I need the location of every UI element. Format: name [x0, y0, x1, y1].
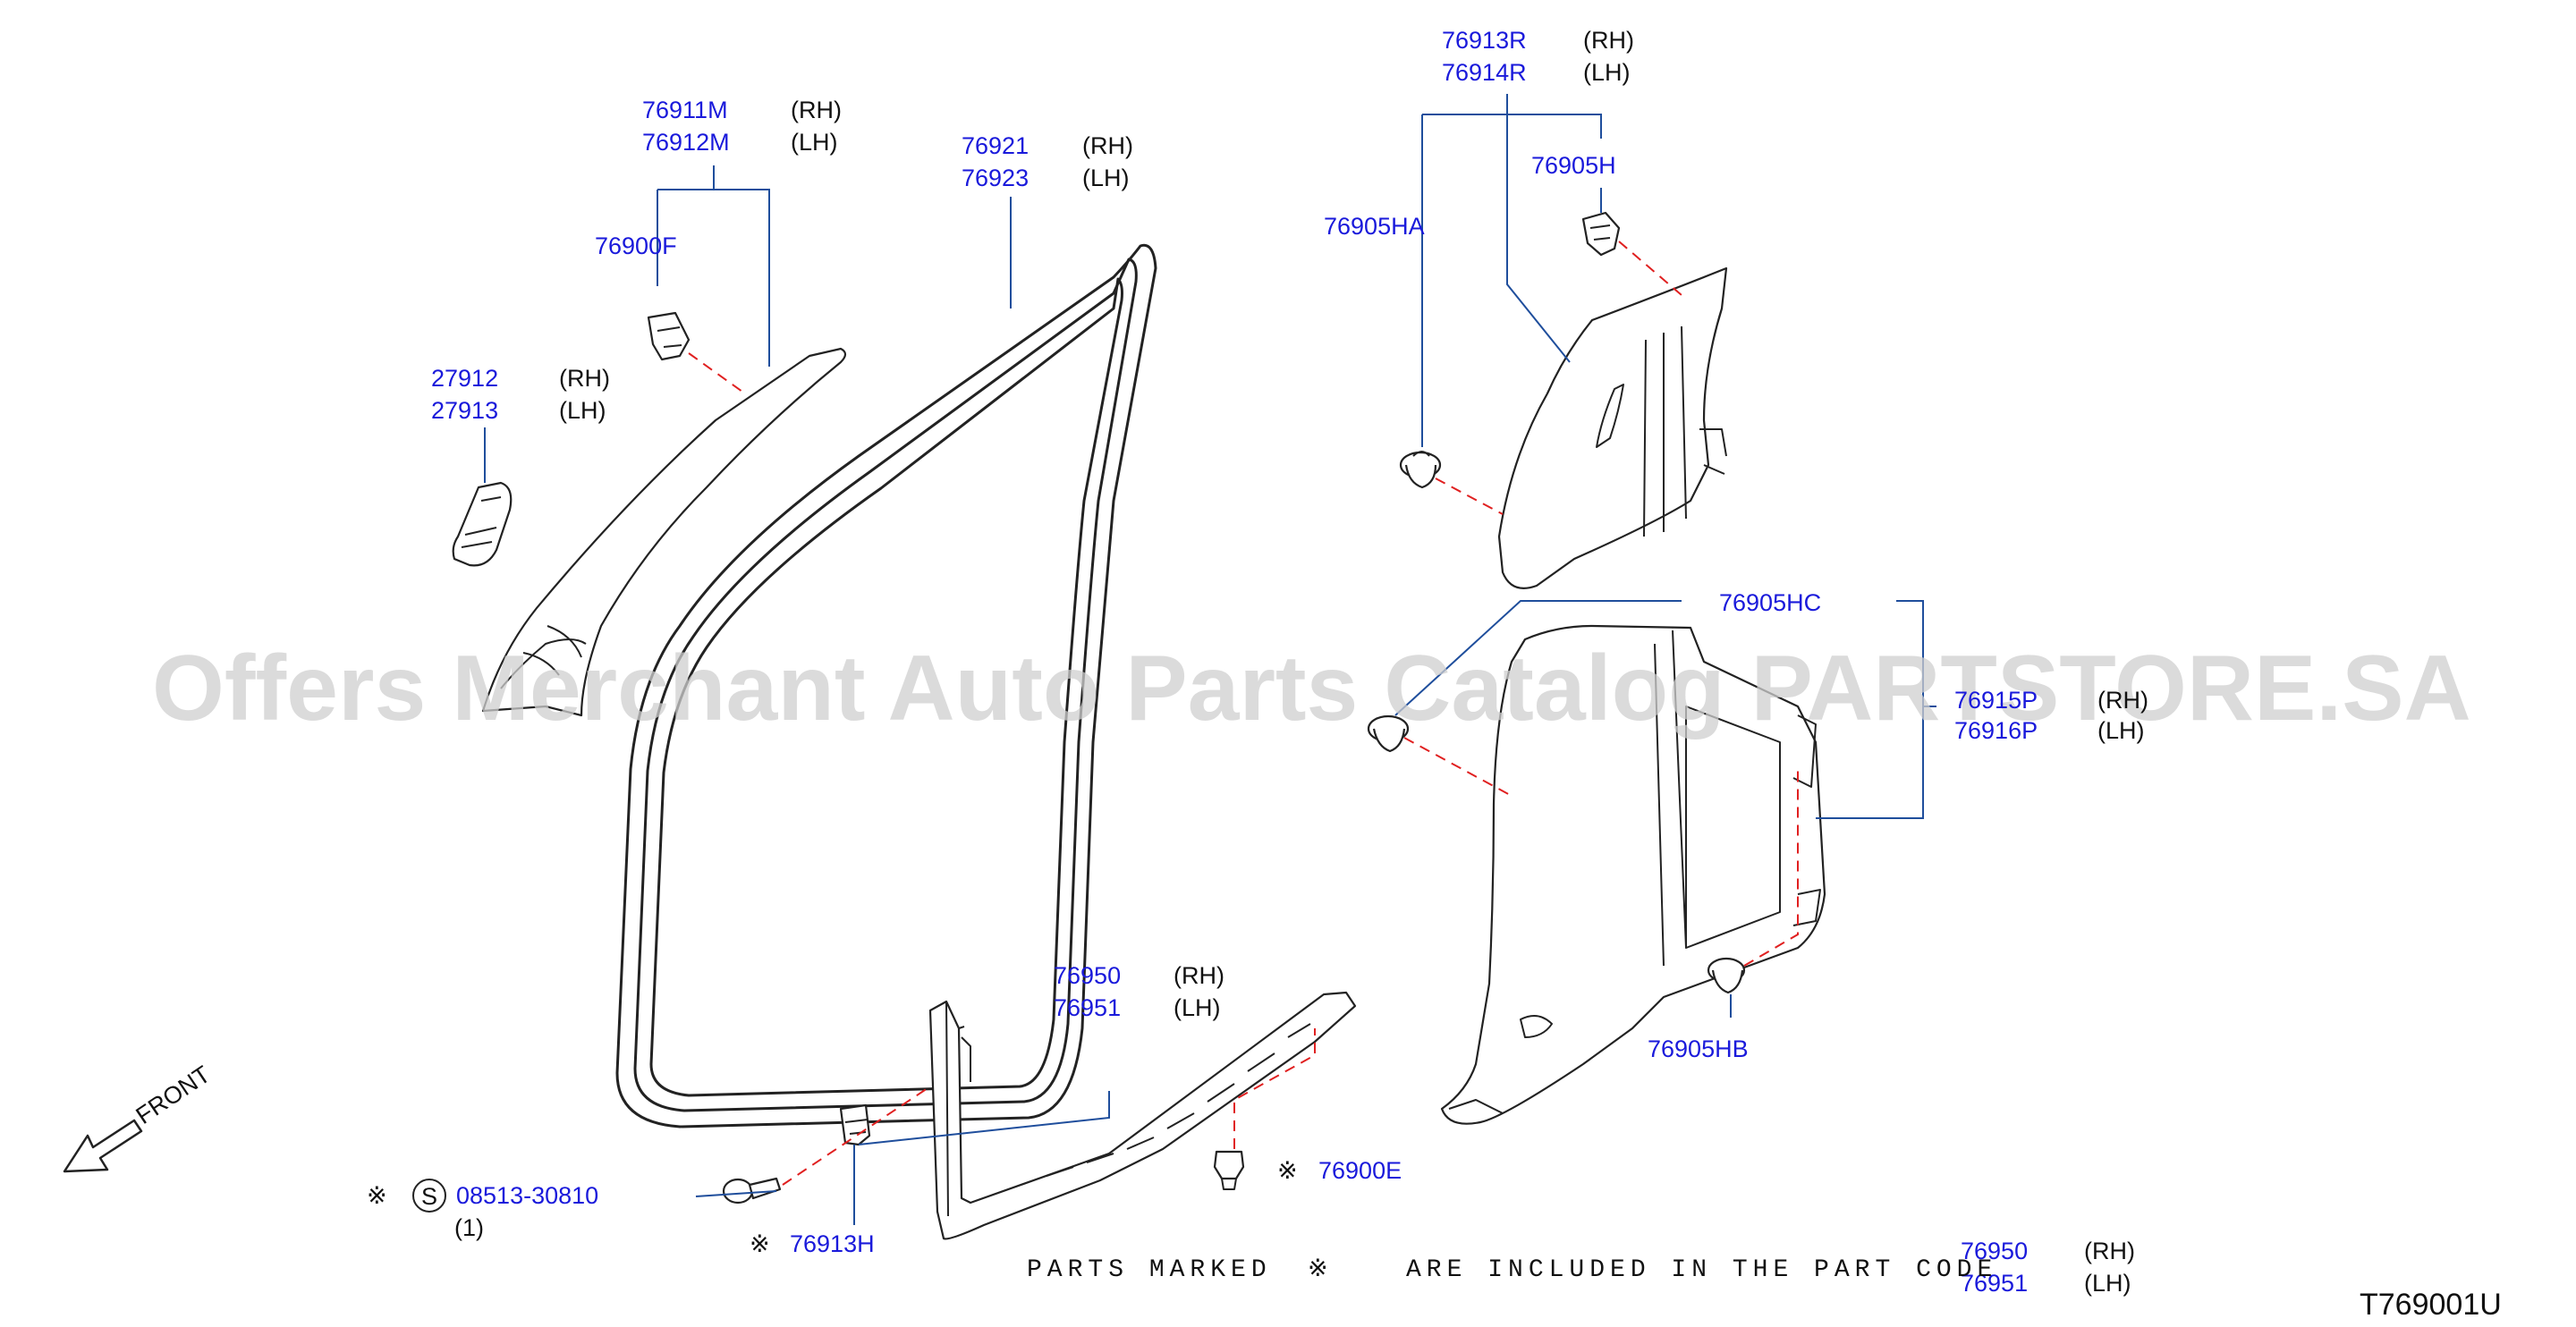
mark-symbol: ※ — [1308, 1255, 1328, 1281]
callout-76913h: ※ 76913H — [750, 1230, 875, 1257]
callout-76911m: 76911M (RH) 76912M (LH) — [642, 97, 842, 156]
callout-76950-lower: 76950 (RH) 76951 (LH) — [1961, 1238, 2135, 1297]
part-number: 76913H — [790, 1230, 875, 1257]
clip-76900f — [647, 311, 691, 361]
side-label: (LH) — [1174, 994, 1221, 1021]
front-arrow-icon — [63, 1119, 143, 1173]
part-number: 76912M — [642, 129, 730, 156]
quantity: (1) — [454, 1214, 484, 1241]
callout-76905hc: 76905HC — [1719, 589, 1821, 616]
clip-76905hc — [1367, 714, 1410, 753]
clip-76905hb — [1707, 957, 1746, 994]
side-label: (LH) — [2084, 1270, 2131, 1297]
mark-symbol: ※ — [750, 1230, 770, 1257]
mark-symbol: ※ — [367, 1182, 387, 1209]
side-label: (RH) — [2097, 687, 2148, 714]
callout-08513-30810: ※ S 08513-30810 (1) — [367, 1179, 598, 1241]
side-label: (LH) — [791, 129, 838, 156]
clip-76900e — [1213, 1150, 1245, 1190]
callout-76905h: 76905H — [1531, 152, 1616, 179]
callout-27912: 27912 (RH) 27913 (LH) — [431, 365, 610, 424]
rear-pillar-upper-trim — [1497, 266, 1728, 589]
leader-lines — [484, 94, 1936, 1225]
part-number: 27913 — [431, 397, 498, 424]
part-number: 76915P — [1954, 687, 2038, 714]
side-label: (LH) — [1583, 59, 1631, 86]
part-number: 76923 — [962, 165, 1029, 191]
callout-76905hb: 76905HB — [1648, 1035, 1749, 1062]
side-label: (RH) — [791, 97, 842, 123]
callout-76905ha: 76905HA — [1324, 213, 1425, 240]
part-number: 76950 — [1961, 1238, 2028, 1264]
mark-symbol: ※ — [1277, 1157, 1298, 1184]
callout-76950-upper: 76950 (RH) 76951 (LH) — [1054, 962, 1224, 1021]
sill-kicking-plate — [928, 991, 1357, 1240]
side-label: (RH) — [1174, 962, 1224, 989]
part-number: 76951 — [1961, 1270, 2028, 1297]
callout-76915p: 76915P (RH) 76916P (LH) — [1954, 687, 2148, 744]
part-number: 76950 — [1054, 962, 1121, 989]
side-label: (RH) — [559, 365, 610, 392]
clip-76905h — [1581, 211, 1621, 257]
side-label: (RH) — [1583, 27, 1634, 54]
part-number: 76900E — [1318, 1157, 1402, 1184]
callout-76900f: 76900F — [595, 232, 677, 259]
side-label: (LH) — [2097, 717, 2145, 744]
grab-handle-bracket — [452, 481, 513, 567]
watermark: Offers Merchant Auto Parts Catalog PARTS… — [152, 637, 2471, 740]
clip-76905ha — [1399, 451, 1442, 489]
screw-08513-30810 — [722, 1177, 782, 1204]
diagram-code: T769001U — [2360, 1288, 2502, 1322]
note-text-before: PARTS MARKED — [1027, 1256, 1272, 1284]
door-opening-weatherstrip — [615, 243, 1157, 1128]
part-number: 76911M — [642, 97, 728, 123]
part-number: 76914R — [1442, 59, 1527, 86]
side-label: (LH) — [1082, 165, 1130, 191]
clip-76913h — [839, 1103, 871, 1146]
fastener-lines — [688, 241, 1799, 1186]
note-text-after: ARE INCLUDED IN THE PART CODE — [1406, 1256, 1997, 1284]
callout-76921: 76921 (RH) 76923 (LH) — [962, 132, 1133, 191]
callout-76913r: 76913R (RH) 76914R (LH) — [1442, 27, 1634, 86]
side-label: (RH) — [2084, 1238, 2135, 1264]
screw-symbol: S — [421, 1183, 437, 1210]
part-number: 27912 — [431, 365, 498, 392]
part-number: 76951 — [1054, 994, 1121, 1021]
part-number: 76921 — [962, 132, 1029, 159]
a-pillar-garnish — [481, 347, 847, 717]
part-number: 76913R — [1442, 27, 1527, 54]
rear-side-lower-trim — [1440, 624, 1826, 1125]
s-circle-icon — [412, 1179, 446, 1213]
parts-marked-note: PARTS MARKED ※ ARE INCLUDED IN THE PART … — [1027, 1255, 1997, 1284]
side-label: (RH) — [1082, 132, 1133, 159]
part-number: 76916P — [1954, 717, 2038, 744]
front-label: FRONT — [131, 1061, 216, 1129]
side-label: (LH) — [559, 397, 606, 424]
callout-76900e: ※ 76900E — [1277, 1157, 1402, 1184]
front-direction-indicator: FRONT — [63, 1061, 216, 1173]
part-number: 08513-30810 — [456, 1182, 598, 1209]
